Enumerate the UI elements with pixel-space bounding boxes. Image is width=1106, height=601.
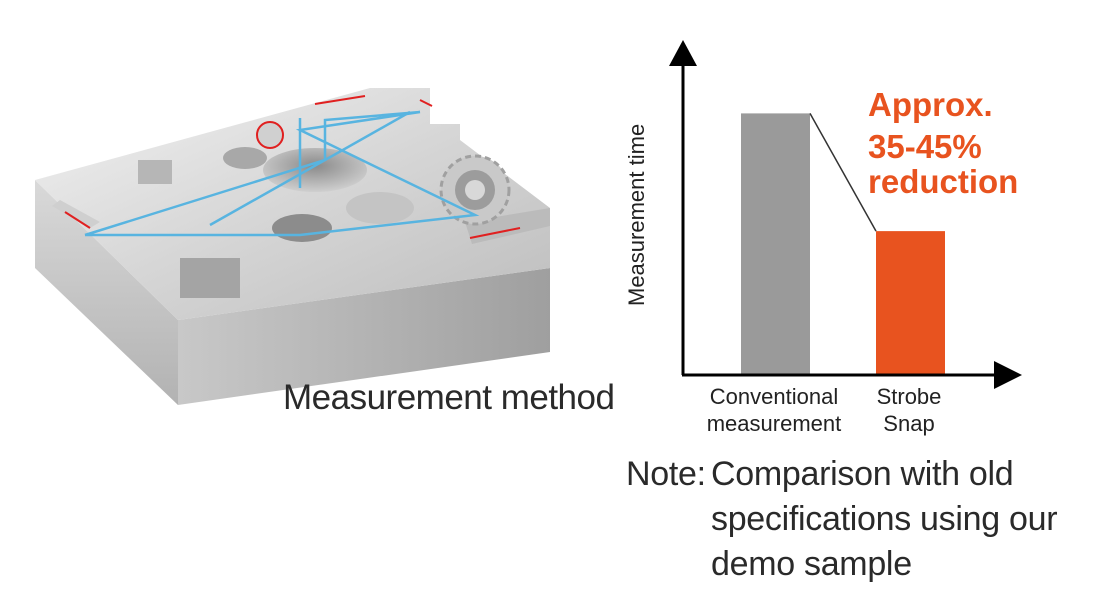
note-line: Comparison with old	[711, 455, 1014, 493]
measurement-path	[84, 110, 480, 237]
tick-label-line: Snap	[883, 411, 935, 436]
pocket-hole	[346, 192, 414, 224]
tick-label-line: Strobe	[876, 384, 942, 409]
bar-conventional	[741, 113, 810, 376]
note-prefix: Note:	[626, 455, 706, 493]
reduction-annotation-line: reduction	[868, 163, 1019, 200]
edge-marker	[469, 227, 521, 239]
small-bore-hole	[223, 147, 267, 169]
y-axis-arrowhead	[669, 40, 697, 66]
deep-bore-hole	[272, 214, 332, 242]
tick-label-line: Conventional	[709, 384, 839, 409]
red-circle-hole	[256, 121, 284, 149]
block-front-face	[35, 180, 178, 405]
block-right-face	[178, 268, 550, 405]
tick-label-strobe-snap: Strobe Snap	[864, 383, 954, 437]
workpiece-illustration	[35, 88, 550, 405]
measurement-method-caption: Measurement method	[283, 378, 615, 417]
block-top-face	[35, 88, 550, 320]
tick-label-conventional: Conventional measurement	[694, 383, 854, 437]
reduction-annotation-line: 35-45%	[868, 128, 982, 165]
note-line: demo sample	[711, 545, 912, 583]
edge-marker	[419, 99, 433, 107]
slot-feature	[138, 160, 172, 184]
reduction-annotation-line: Approx.	[868, 86, 993, 123]
note-line: specifications using our	[711, 500, 1058, 538]
bar-strobe-snap	[876, 231, 945, 375]
grille-feature	[180, 258, 240, 298]
y-axis-label: Measurement time	[624, 123, 649, 306]
reduction-connector-line	[809, 113, 877, 232]
notch-front	[52, 200, 100, 228]
tick-label-line: measurement	[706, 411, 842, 436]
x-axis-arrowhead	[994, 361, 1022, 389]
edge-marker	[64, 211, 91, 229]
measurement-path	[209, 110, 411, 227]
edge-marker	[314, 95, 366, 105]
